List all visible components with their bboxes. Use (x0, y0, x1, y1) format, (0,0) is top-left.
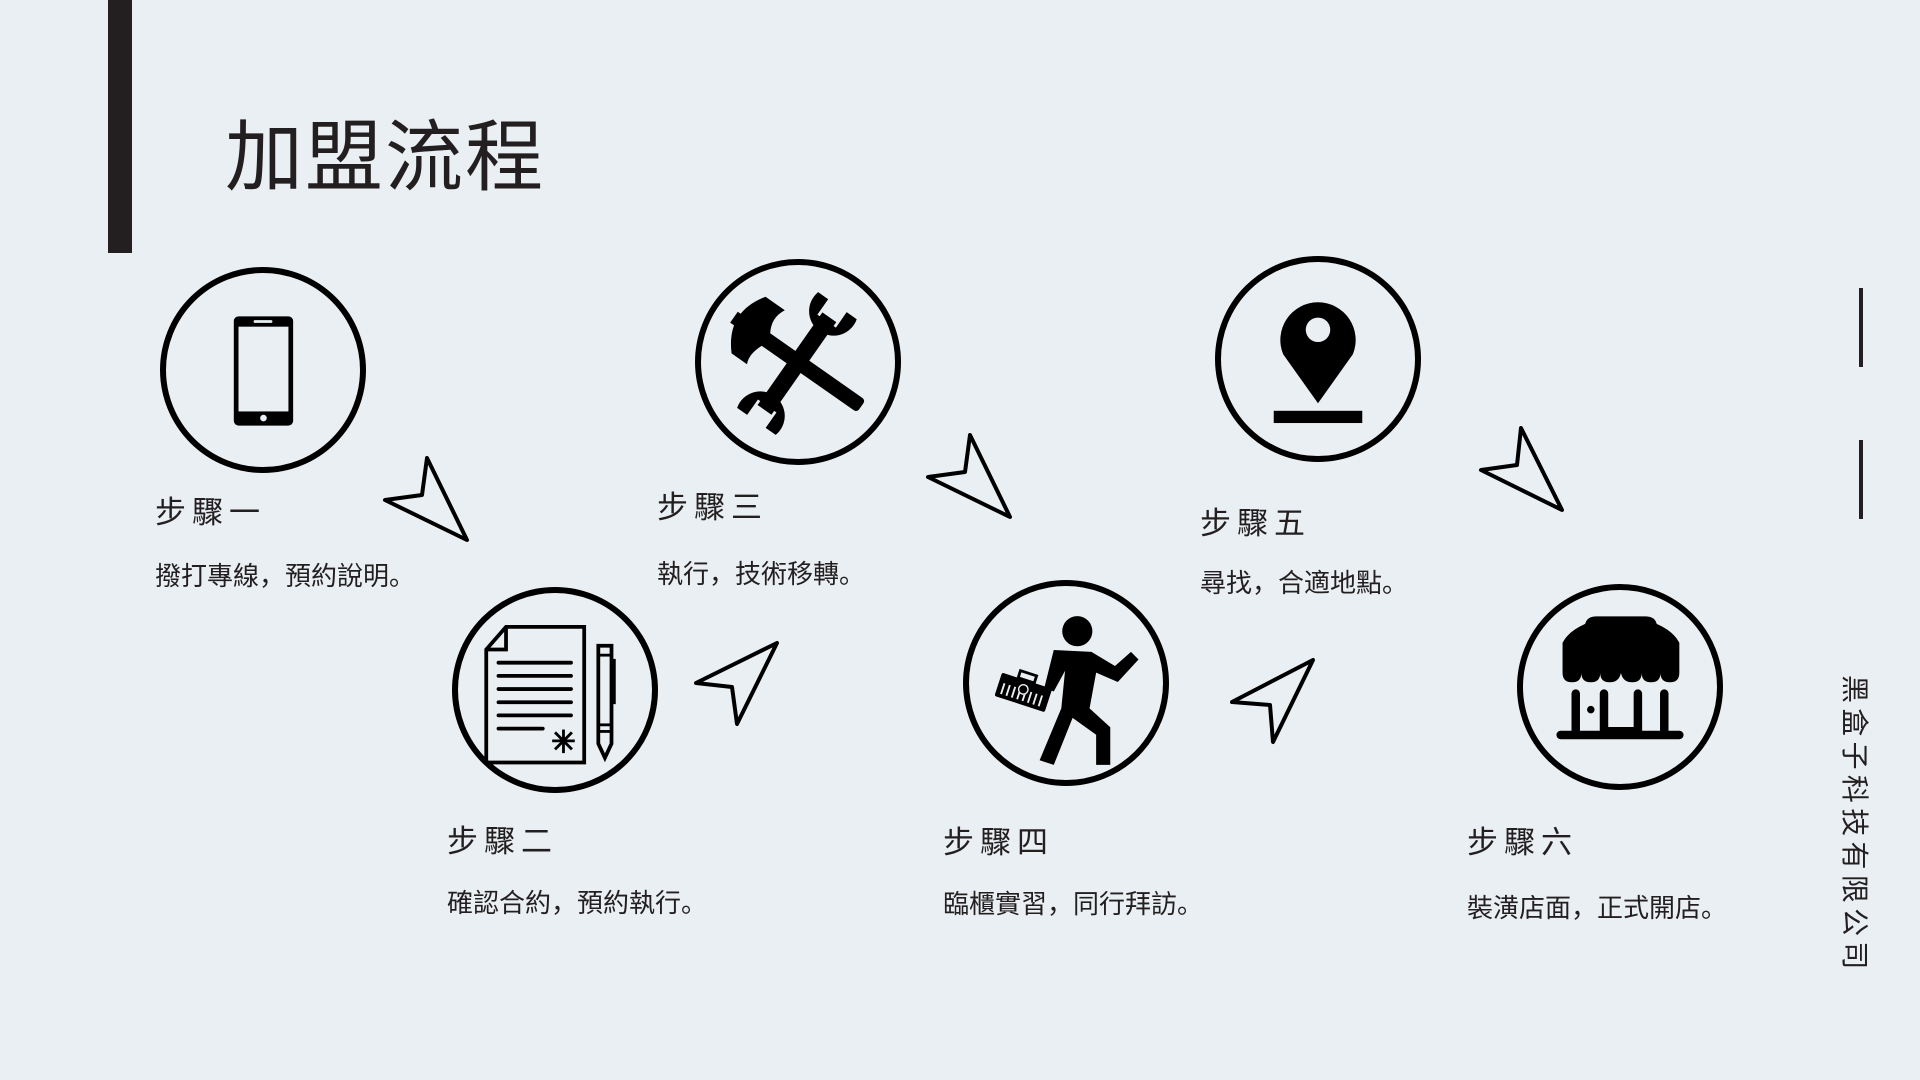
step-1-icon-circle (160, 267, 366, 473)
company-name-vertical: 黑盒子科技有限公司 (1838, 675, 1871, 975)
step-5-icon-circle (1215, 256, 1421, 462)
step-2-label: 步驟二 (447, 824, 558, 860)
step-2-desc: 確認合約，預約執行。 (447, 889, 708, 919)
step-6-label: 步驟六 (1467, 825, 1578, 861)
step-3-label: 步驟三 (657, 490, 768, 526)
title-accent-bar (108, 0, 132, 253)
step-2-icon-circle (452, 587, 658, 793)
decorative-line-top (1859, 288, 1863, 367)
step-1-desc: 撥打專線，預約說明。 (155, 562, 416, 592)
slide-title: 加盟流程 (225, 113, 546, 203)
step-4-icon-circle (963, 580, 1169, 786)
step-3-desc: 執行，技術移轉。 (657, 560, 866, 590)
step-5-label: 步驟五 (1200, 506, 1311, 542)
wrench-hammer-icon (730, 292, 865, 435)
arrow-2-icon (694, 641, 779, 726)
storefront-icon (1556, 616, 1684, 740)
arrow-1-icon (383, 456, 469, 542)
step-6-desc: 裝潢店面，正式開店。 (1467, 894, 1728, 924)
contract-document-icon (484, 625, 616, 765)
worker-toolbox-icon (994, 616, 1139, 765)
arrow-3-icon (926, 433, 1012, 519)
smartphone-icon (233, 316, 294, 426)
step-3-icon-circle (695, 259, 901, 465)
step-4-label: 步驟四 (943, 825, 1054, 861)
arrow-5-icon (1479, 426, 1564, 512)
step-6-icon-circle (1517, 584, 1723, 790)
arrow-4-icon (1230, 658, 1315, 744)
decorative-line-bottom (1859, 440, 1863, 519)
step-4-desc: 臨櫃實習，同行拜訪。 (943, 890, 1204, 920)
step-1-label: 步驟一 (155, 495, 266, 531)
location-pin-icon (1273, 302, 1363, 424)
step-5-desc: 尋找，合適地點。 (1200, 569, 1409, 599)
